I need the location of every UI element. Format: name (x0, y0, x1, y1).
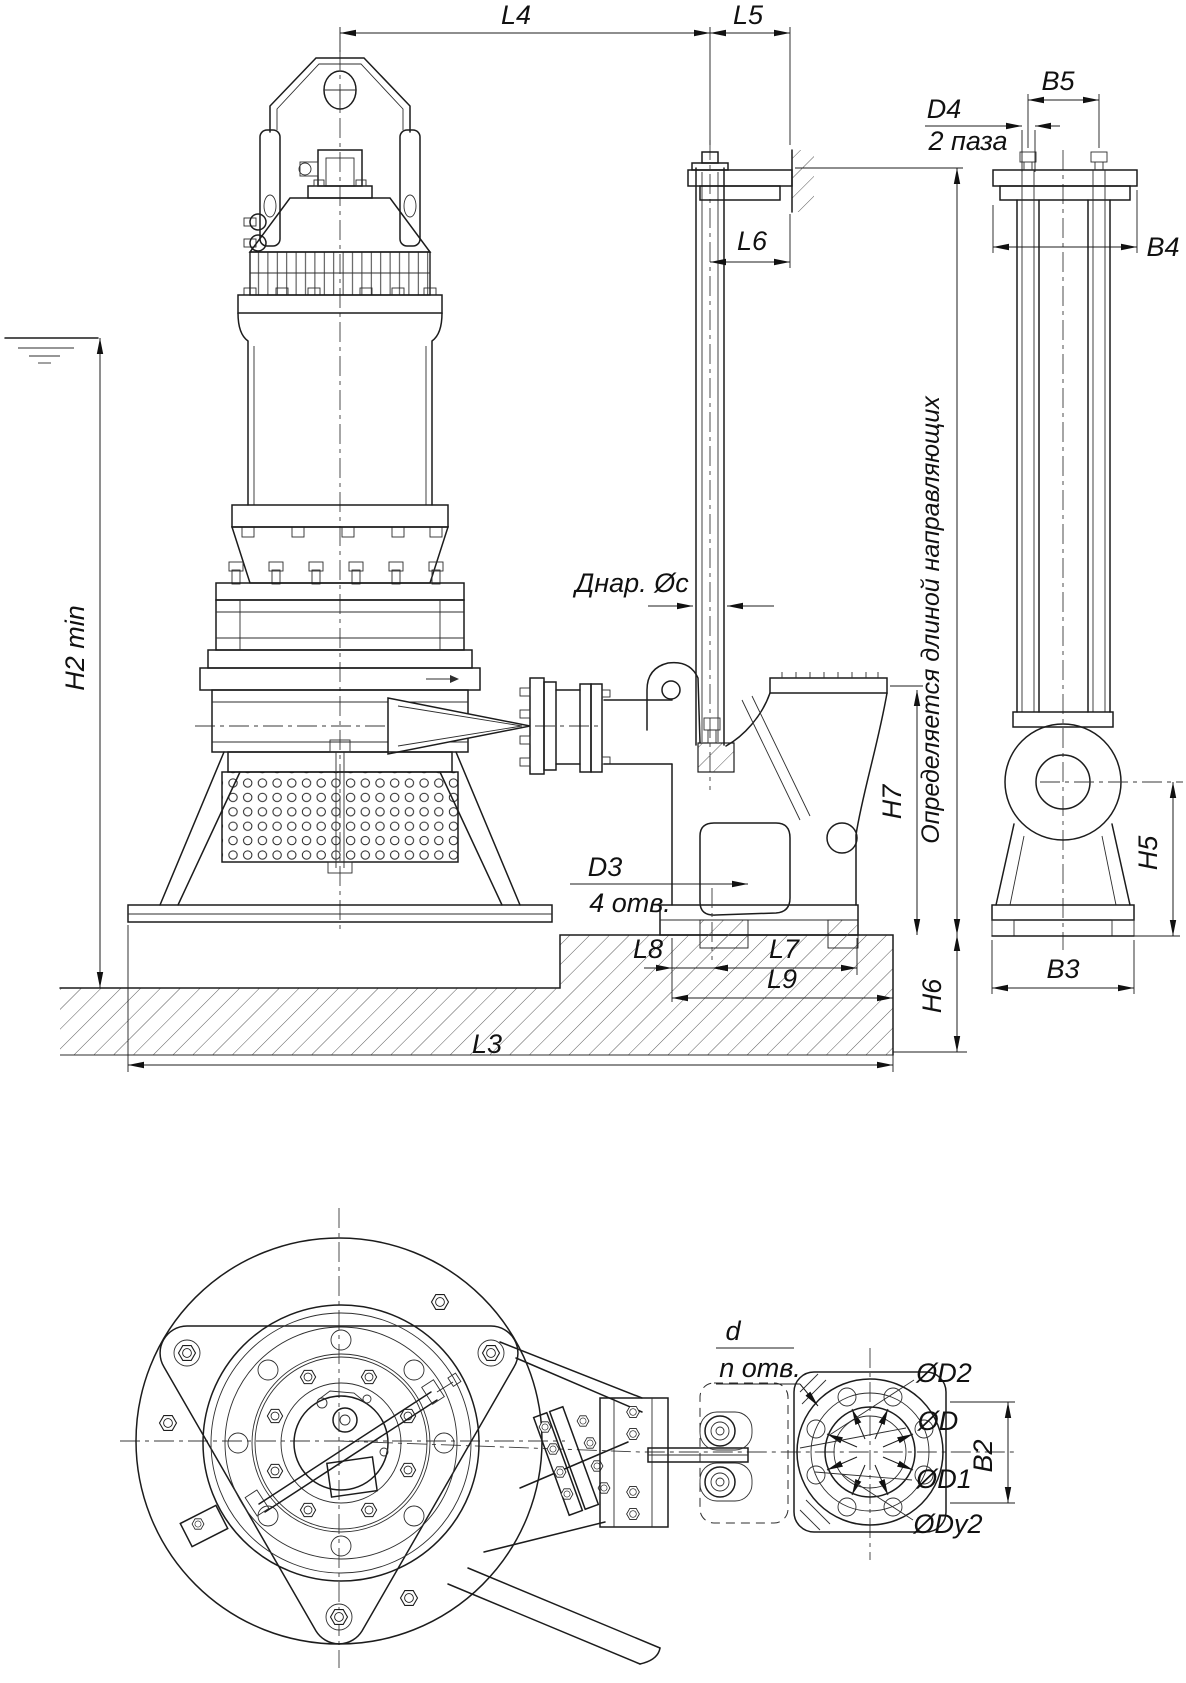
dim-label-d: d (725, 1316, 741, 1346)
dim-dnar: Днар. Øс (572, 568, 774, 610)
submersible-pump (127, 57, 611, 923)
flange-bolt-holes (806, 1387, 934, 1517)
dim-l6: L6 (710, 214, 791, 268)
lower-bracket (991, 711, 1183, 937)
water-level-icon (4, 337, 99, 364)
seal-chamber (215, 504, 465, 651)
dim-label-d4-note: 2 паза (927, 126, 1007, 156)
dim-label-l4: L4 (501, 0, 531, 30)
dim-label-d4: D4 (927, 94, 962, 124)
guide-rails (1016, 170, 1111, 713)
strainer-screen (221, 739, 459, 874)
dim-l7: L7 (712, 934, 857, 972)
stud-row (228, 561, 444, 585)
dim-l3: L3 (127, 925, 894, 1072)
impeller-hub (316, 1390, 389, 1498)
dim-label-d3: D3 (588, 852, 623, 882)
discharge-cone-top (483, 1405, 629, 1553)
dim-b5: B5 (1027, 66, 1100, 148)
dim-d3: D3 4 отв. (570, 852, 748, 918)
dim-label-l6: L6 (737, 226, 768, 256)
dim-label-dDy2: ØDy2 (912, 1509, 982, 1539)
dim-label-dD: ØD (917, 1406, 959, 1436)
tie-rod (244, 1372, 462, 1517)
dim-b4: B4 (992, 190, 1180, 262)
dim-dDy2: ØDy2 (841, 1473, 983, 1539)
dim-label-d-note: n отв. (719, 1353, 801, 1383)
upper-flange (237, 287, 443, 314)
bolt-holes-ring (227, 1329, 455, 1557)
dim-l4: L4 (339, 0, 711, 145)
dim-l9: L9 (672, 964, 893, 1002)
discharge-spool (519, 677, 611, 775)
dim-dD: ØD (799, 1406, 959, 1449)
dim-b3: B3 (991, 940, 1135, 994)
dim-label-h5: H5 (1133, 835, 1163, 870)
dim-label-dD2: ØD2 (915, 1358, 972, 1388)
dim-label-l3: L3 (472, 1029, 502, 1059)
guide-claw-top (599, 1382, 789, 1528)
flow-arrow-icon (426, 675, 459, 683)
dim-h5: H5 (1133, 782, 1180, 937)
upper-guide-bracket (687, 149, 814, 213)
dim-label-h2min: H2 min (60, 605, 90, 691)
dim-l5: L5 (710, 0, 791, 145)
dim-label-l5: L5 (733, 0, 764, 30)
dim-label-b2: B2 (968, 1439, 998, 1472)
dim-label-dnar: Днар. Øс (572, 568, 689, 598)
dim-label-h7: H7 (877, 784, 907, 819)
dim-h7: H7 (877, 685, 923, 935)
dim-h6: H6 (893, 935, 967, 1053)
dim-label-d3-note: 4 отв. (589, 888, 671, 918)
cap-stack (298, 149, 373, 199)
dim-b2: B2 (950, 1401, 1015, 1504)
foundation (59, 934, 894, 1056)
dim-h2min: H2 min (60, 338, 104, 988)
dim-guide-length: Определяется длиной направляющих (795, 167, 963, 935)
lifting-bail (269, 57, 411, 133)
dim-d-bolt: d n отв. (716, 1316, 819, 1407)
dim-label-l9: L9 (767, 964, 797, 994)
discharge-pedestal (603, 661, 888, 960)
motor-body (237, 312, 443, 506)
dim-label-h6: H6 (917, 978, 947, 1013)
dim-label-l7: L7 (769, 934, 800, 964)
dim-dD2: ØD2 (827, 1358, 972, 1437)
pump-top-view: d n отв. ØD2 ØD ØD1 ØDy2 B2 (120, 1208, 1016, 1668)
dim-label-guide-note: Определяется длиной направляющих (917, 395, 945, 844)
side-clamp-tab (179, 1504, 229, 1548)
dim-dD1: ØD1 (814, 1464, 972, 1494)
dim-label-b4: B4 (1146, 232, 1179, 262)
bracket-arms (447, 1341, 661, 1665)
dim-d4: D4 2 паза (925, 94, 1060, 172)
dim-label-l8: L8 (633, 934, 663, 964)
stand-base (127, 751, 553, 923)
dim-label-b3: B3 (1046, 954, 1079, 984)
dim-label-b5: B5 (1041, 66, 1075, 96)
hanger-straps (243, 129, 421, 252)
guide-rails-view: B5 D4 2 паза B4 H5 (925, 66, 1183, 994)
dim-label-dD1: ØD1 (915, 1464, 972, 1494)
volute (199, 649, 531, 755)
